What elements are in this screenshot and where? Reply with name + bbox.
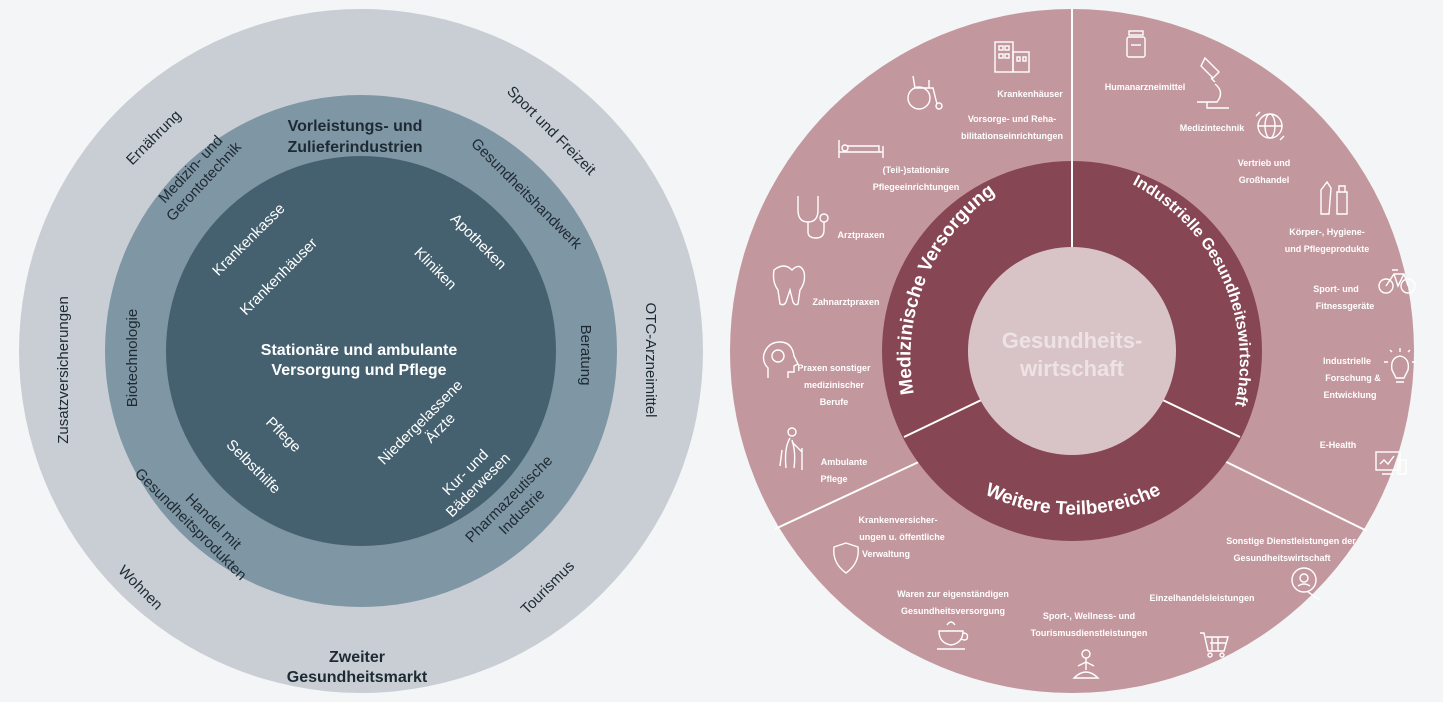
item-krankenversicherungen-line3: Verwaltung [862, 549, 910, 559]
item-sonstige-line2: Gesundheitswirtschaft [1233, 553, 1330, 563]
item-teilstationaer-line1: (Teil-)stationäre [883, 165, 950, 175]
item-ehealth: E-Health [1320, 440, 1357, 450]
item-praxen-line2: medizinischer [804, 380, 865, 390]
item-forschung-line3: Entwicklung [1323, 390, 1376, 400]
item-waren-line1: Waren zur eigenständigen [897, 589, 1009, 599]
center-title-line1: Gesundheits- [1002, 328, 1143, 353]
item-krankenversicherungen-line1: Krankenversicher- [858, 515, 937, 525]
item-vertrieb-line2: Großhandel [1239, 175, 1290, 185]
bed-icon [838, 140, 884, 158]
devices-icon [1375, 451, 1407, 475]
item-medizintechnik: Medizintechnik [1180, 123, 1246, 133]
item-koerper-line2: und Pflegeprodukte [1285, 244, 1370, 254]
meditation-icon [1072, 649, 1100, 679]
cart-icon [1200, 632, 1229, 658]
wheelchair-icon [907, 75, 943, 110]
item-waren-line2: Gesundheitsversorgung [901, 606, 1005, 616]
item-vorsorge-line1: Vorsorge- und Reha- [968, 114, 1056, 124]
right-diagram: Gesundheits- wirtschaft Medizinische Ver… [730, 9, 1416, 693]
center-circle [968, 247, 1176, 455]
outer-title-line1: Zweiter [329, 649, 385, 666]
middle-title-line1: Vorleistungs- und [288, 118, 423, 135]
item-humanarzneimittel: Humanarzneimittel [1105, 82, 1186, 92]
item-ambulante-line2: Pflege [820, 474, 847, 484]
outer-item-icons [762, 30, 1416, 679]
separator-left [774, 451, 941, 530]
medicine-bottle-icon [1126, 30, 1146, 58]
item-vorsorge-line2: bilitationseinrichtungen [961, 131, 1063, 141]
item-forschung-line2: Forschung & [1325, 373, 1381, 383]
stethoscope-icon [797, 196, 829, 239]
item-sportwellness-line1: Sport-, Wellness- und [1043, 611, 1135, 621]
outer-item-otc: OTC-Arzneimittel [642, 302, 659, 417]
inner-title-line1: Stationäre und ambulante [261, 342, 458, 359]
tooth-icon [772, 265, 806, 306]
middle-item-biotechnologie: Biotechnologie [124, 309, 141, 407]
lightbulb-icon [1384, 348, 1416, 383]
shield-icon [833, 542, 859, 574]
center-title-line2: wirtschaft [1019, 356, 1125, 381]
item-sport-line2: Fitnessgeräte [1316, 301, 1375, 311]
outer-item-zusatzversicherungen: Zusatzversicherungen [55, 296, 72, 444]
item-ambulante-line1: Ambulante [821, 457, 868, 467]
bicycle-icon [1378, 269, 1416, 294]
item-sportwellness-line2: Tourismusdienstleistungen [1031, 628, 1148, 638]
globe-icon [1255, 111, 1285, 141]
elderly-icon [779, 427, 803, 470]
inner-ring-circle [166, 156, 556, 546]
head-icon [762, 341, 799, 378]
separator-right [1203, 450, 1368, 532]
item-sport-line1: Sport- und [1313, 284, 1359, 294]
middle-title-line2: Zulieferindustrien [287, 139, 422, 156]
microscope-icon [1197, 56, 1229, 109]
left-diagram: Ernährung Sport und Freizeit Zusatzversi… [19, 9, 703, 693]
cosmetics-icon [1320, 180, 1348, 215]
item-krankenversicherungen-line2: ungen u. öffentliche [859, 532, 945, 542]
outer-item-labels: Krankenhäuser Vorsorge- und Reha- bilita… [797, 82, 1381, 638]
inner-title-line2: Versorgung und Pflege [271, 362, 446, 379]
item-einzelhandel: Einzelhandelsleistungen [1149, 593, 1254, 603]
item-vertrieb-line1: Vertrieb und [1238, 158, 1291, 168]
tea-icon [937, 621, 969, 650]
item-forschung-line1: Industrielle [1323, 356, 1371, 366]
item-teilstationaer-line2: Pflegeeinrichtungen [873, 182, 960, 192]
item-praxen-line3: Berufe [820, 397, 849, 407]
outer-title-line2: Gesundheitsmarkt [287, 669, 428, 686]
item-sonstige-line1: Sonstige Dienstleistungen der [1226, 536, 1356, 546]
item-arztpraxen: Arztpraxen [837, 230, 884, 240]
item-koerper-line1: Körper-, Hygiene- [1289, 227, 1365, 237]
service-icon [1291, 567, 1321, 601]
item-zahnarztpraxen: Zahnarztpraxen [812, 297, 879, 307]
hospital-icon [994, 41, 1030, 73]
item-praxen-line1: Praxen sonstiger [797, 363, 871, 373]
item-krankenhaeuser: Krankenhäuser [997, 89, 1063, 99]
middle-item-beratung: Beratung [577, 325, 594, 386]
